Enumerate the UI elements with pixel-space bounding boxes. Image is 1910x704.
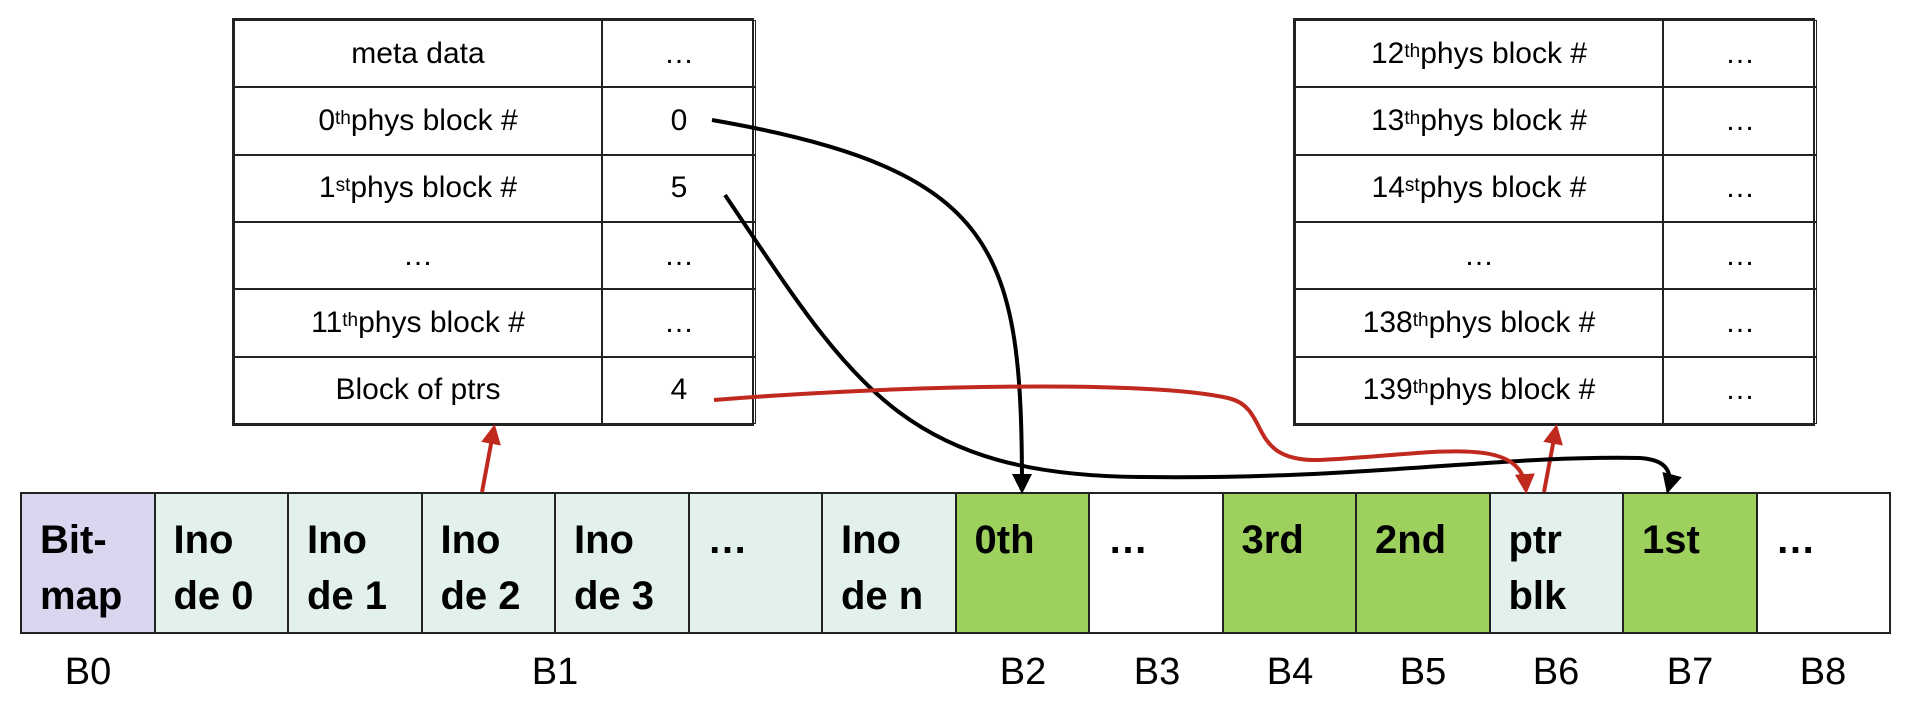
block-label-b8: B8 (1799, 651, 1847, 693)
disk-block-ellipsis-end: … (1757, 494, 1889, 632)
inode-row-value: 0 (602, 87, 756, 155)
inode-row-value: … (602, 222, 756, 290)
block-label-b6: B6 (1532, 651, 1580, 693)
ptr-row-value: … (1663, 356, 1817, 424)
block-label-b2: B2 (999, 651, 1047, 693)
disk-block-data-2nd: 2nd (1357, 494, 1491, 632)
block-label-b7: B7 (1666, 651, 1714, 693)
block-label-b0: B0 (64, 651, 112, 693)
inode2-to-table-arrow (480, 424, 501, 493)
block-label-b1: B1 (531, 651, 579, 693)
ptrblk-to-table-arrow (1542, 424, 1563, 493)
inode-row-label: meta data (234, 20, 602, 88)
inode-row-value: … (602, 289, 756, 357)
inode-row-label: … (234, 222, 602, 290)
disk-block-data-3rd: 3rd (1223, 494, 1357, 632)
disk-block-bitmap: Bit-map (22, 494, 156, 632)
ptr-row-label: … (1295, 222, 1663, 290)
ptr-row-value: … (1663, 20, 1817, 88)
inode-row-label: Block of ptrs (234, 356, 602, 424)
inode-row-value: 5 (602, 154, 756, 222)
disk-block-ellipsis: … (1090, 494, 1224, 632)
inode-row-value: 4 (602, 356, 756, 424)
disk-block-data-0th: 0th (956, 494, 1090, 632)
disk-block-inode-ellipsis: … (689, 494, 823, 632)
block-label-b5: B5 (1399, 651, 1447, 693)
block-label-b4: B4 (1266, 651, 1314, 693)
disk-block-data-1st: 1st (1624, 494, 1758, 632)
ptr-row-value: … (1663, 222, 1817, 290)
inode-row-value: … (602, 20, 756, 88)
pointer-0th-arrow (711, 118, 1032, 494)
ptr-row-value: … (1663, 87, 1817, 155)
ptr-row-value: … (1663, 154, 1817, 222)
ptr-row-value: … (1663, 289, 1817, 357)
block-label-b3: B3 (1133, 651, 1181, 693)
